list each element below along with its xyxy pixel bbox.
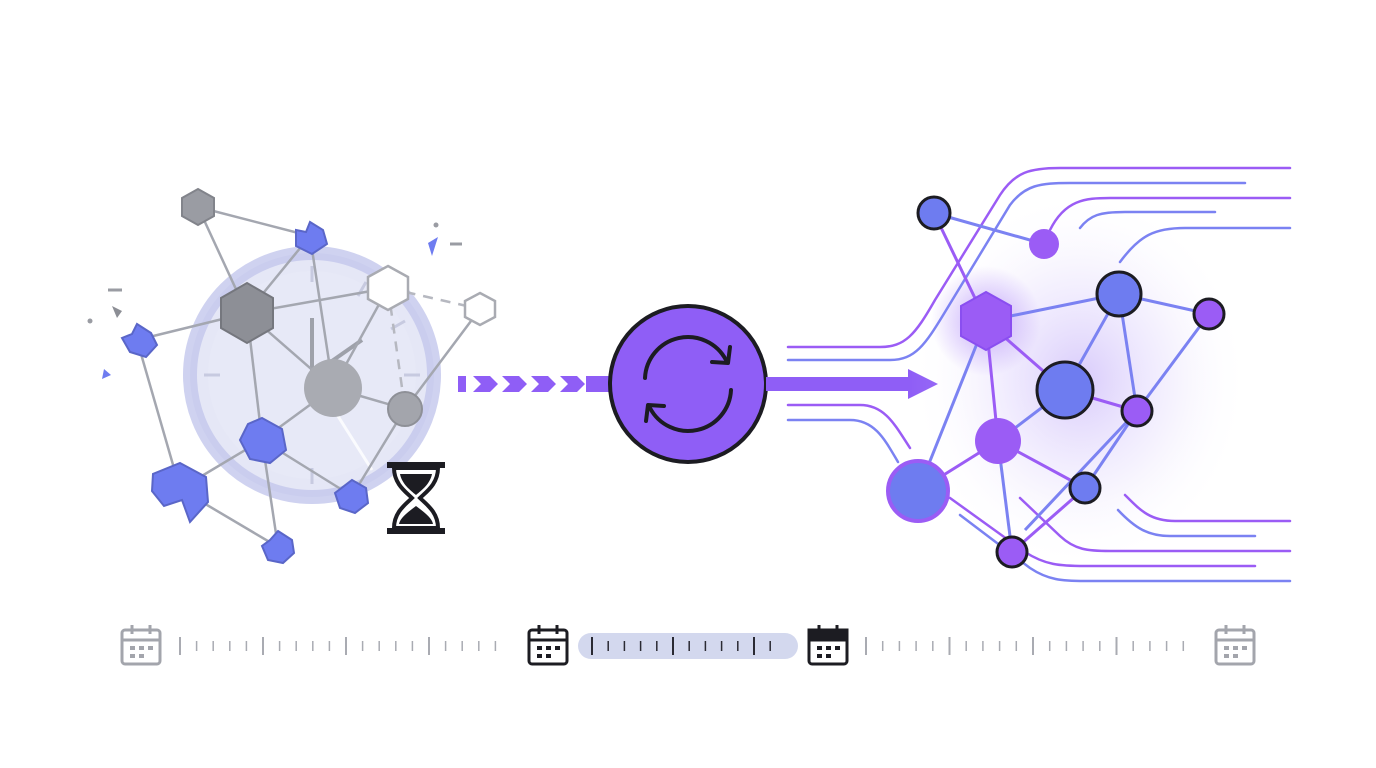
stale-node-hollow <box>366 264 410 312</box>
refresh-button[interactable] <box>608 304 768 464</box>
node-blue-top <box>916 195 952 231</box>
timeline-highlight-range <box>578 633 798 659</box>
stale-node-gray-large <box>220 281 274 345</box>
node-purple-right <box>1120 394 1154 428</box>
timeline <box>120 625 1256 666</box>
calendar-icon-end[interactable] <box>807 625 849 666</box>
node-purple-far-right <box>1192 297 1226 331</box>
stale-node-gray <box>181 187 215 227</box>
node-purple-top <box>1029 229 1059 259</box>
stale-network <box>87 187 497 565</box>
timeline-ticks <box>179 637 1185 655</box>
refreshed-network <box>786 166 1292 583</box>
stale-node-blue-left <box>120 322 159 359</box>
calendar-icon-faded[interactable] <box>1214 625 1256 666</box>
stale-node-blue-broken <box>150 461 210 524</box>
node-blue-center <box>1035 360 1095 420</box>
data-stream-lines <box>786 166 1292 583</box>
stale-node-blue-right <box>333 478 370 515</box>
stale-node-hollow-small <box>463 291 497 327</box>
stale-node-blue-center <box>238 416 288 465</box>
stale-nodes <box>120 187 497 565</box>
node-purple-mid <box>975 418 1021 464</box>
stale-node-blue-chipped <box>295 220 329 256</box>
refreshed-nodes <box>886 195 1226 569</box>
node-blue-upper-right <box>1095 270 1143 318</box>
refresh-flow <box>458 304 938 464</box>
dashed-arrow-in <box>458 376 614 392</box>
hourglass-icon <box>387 462 445 534</box>
calendar-icon-faded[interactable] <box>120 625 162 666</box>
node-hub-purple <box>960 290 1012 352</box>
calendar-icon-start[interactable] <box>527 625 569 666</box>
debris-fragments <box>87 222 462 379</box>
stale-node-gray-small <box>387 391 423 427</box>
refresh-icon <box>643 335 733 433</box>
stale-node-gray-round <box>304 359 362 417</box>
stale-node-blue-bottom <box>260 529 296 565</box>
node-blue-large <box>886 459 950 523</box>
node-purple-bottom <box>995 535 1029 569</box>
node-blue-lower <box>1068 471 1102 505</box>
